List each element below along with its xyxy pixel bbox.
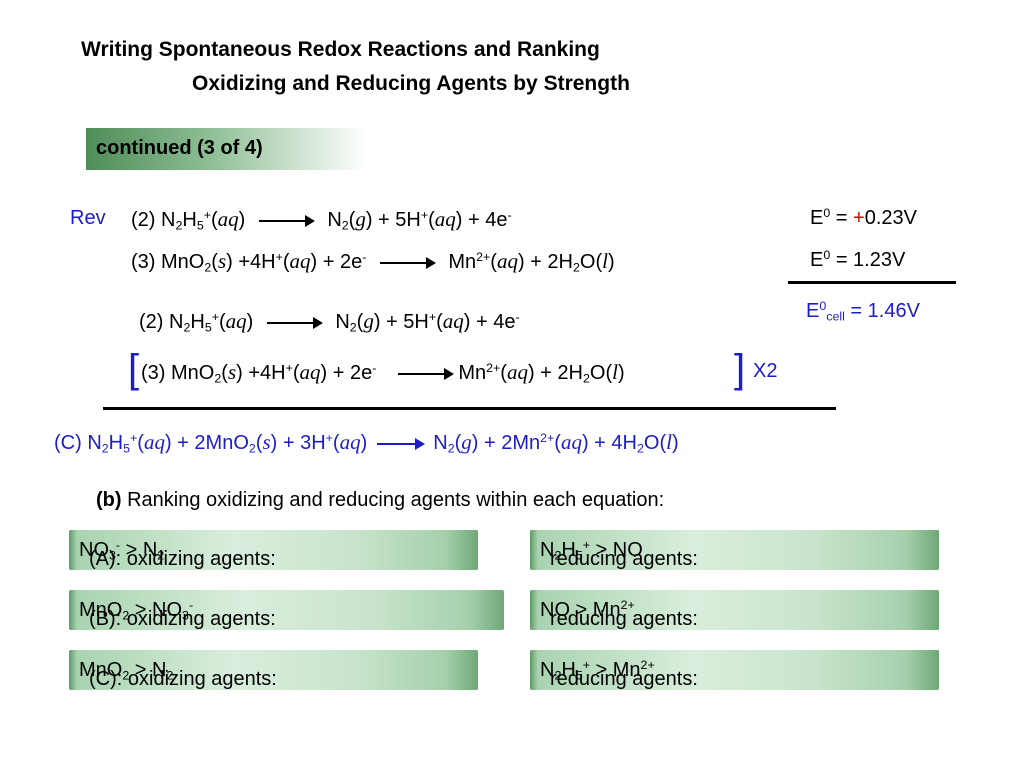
- combined-equation: (C) N2H5+(aq) + 2MnO2(s) + 3H+(aq)N2(g) …: [54, 430, 679, 456]
- reducing-rank-A: reducing agents: N2H5+ > NO: [530, 530, 939, 570]
- equation-3: (3) MnO2(s) +4H+(aq) + 2e-Mn2+(aq) + 2H2…: [131, 249, 615, 275]
- sum-line-e0: [788, 281, 956, 284]
- equation-2-repeat: (2) N2H5+(aq)N2(g) + 5H+(aq) + 4e-: [139, 309, 520, 335]
- title-line-1: Writing Spontaneous Redox Reactions and …: [81, 38, 600, 61]
- rev-equation-2: (2) N2H5+(aq)N2(g) + 5H+(aq) + 4e-: [131, 207, 512, 233]
- left-bracket: [: [128, 347, 140, 391]
- equation-3-repeat: (3) MnO2(s) +4H+(aq) + 2e-Mn2+(aq) + 2H2…: [141, 360, 625, 386]
- reaction-arrow: [398, 367, 455, 380]
- banner-text: continued (3 of 4): [96, 137, 263, 159]
- oxidizing-rank-A: (A): oxidizing agents: NO3- > N2: [69, 530, 478, 570]
- e-cell: E0cell = 1.46V: [806, 299, 920, 324]
- part-b-heading: (b) Ranking oxidizing and reducing agent…: [96, 489, 665, 511]
- multiplier: X2: [753, 360, 778, 382]
- reaction-arrow: [259, 214, 316, 227]
- e0-rev: E0 = +0.23V: [810, 206, 917, 229]
- right-bracket: ]: [734, 347, 746, 391]
- continued-banner: continued (3 of 4): [86, 128, 366, 170]
- reaction-arrow: [377, 437, 426, 450]
- reaction-arrow: [267, 316, 324, 329]
- reducing-rank-C: reducing agents: N2H5+ > Mn2+: [530, 650, 939, 690]
- oxidizing-rank-C: (C): oxidizing agents: MnO2 > N2: [69, 650, 478, 690]
- plus-sign: +: [853, 207, 865, 229]
- title-line-2: Oxidizing and Reducing Agents by Strengt…: [192, 72, 630, 95]
- oxidizing-rank-B: (B): oxidizing agents: MnO2 > NO3-: [69, 590, 504, 630]
- reducing-rank-B: reducing agents: NO > Mn2+: [530, 590, 939, 630]
- reaction-arrow: [380, 256, 437, 269]
- rev-label: Rev: [70, 207, 106, 229]
- sum-line-equation: [103, 407, 836, 410]
- e0-eq3: E0 = 1.23V: [810, 248, 906, 271]
